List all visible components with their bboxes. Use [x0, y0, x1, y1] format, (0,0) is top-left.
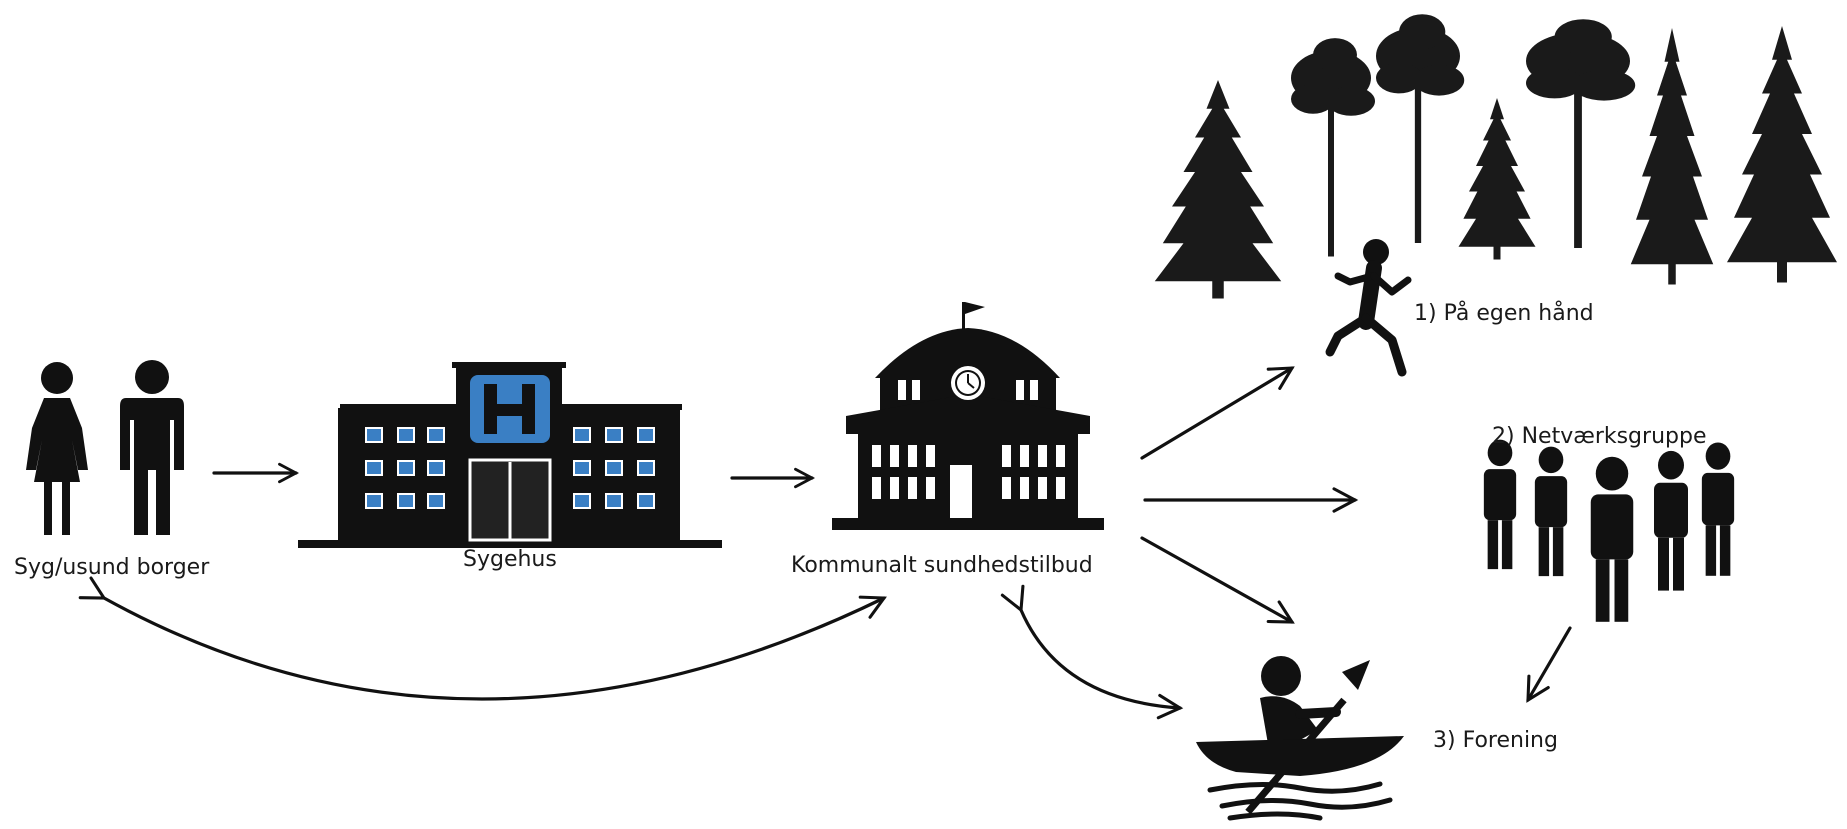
arrow-to-own — [1140, 366, 1295, 460]
person-woman-icon — [26, 362, 88, 535]
person-man-icon — [120, 360, 184, 535]
connectors — [78, 366, 1572, 720]
runner-icon — [1325, 239, 1412, 377]
kayaker-icon — [1196, 656, 1404, 821]
option-own-label: 1) På egen hånd — [1414, 301, 1594, 326]
option-club-label: 3) Forening — [1433, 728, 1558, 753]
arrow-to-club — [1140, 536, 1295, 624]
arrow-municipal-kayak-loop — [1000, 584, 1184, 720]
municipal-label: Kommunalt sundhedstilbud — [791, 553, 1093, 578]
citizen-label: Syg/usund borger — [14, 555, 210, 580]
arrow-citizen-municipal-loop — [78, 576, 887, 701]
hospital-label: Sygehus — [463, 547, 557, 572]
hospital-icon — [298, 362, 722, 548]
town-hall-icon — [832, 302, 1104, 530]
arrow-network-to-club — [1526, 626, 1572, 703]
group-icon — [1483, 439, 1735, 622]
option-network-label: 2) Netværksgruppe — [1492, 424, 1707, 449]
forest-icon — [1154, 14, 1837, 299]
